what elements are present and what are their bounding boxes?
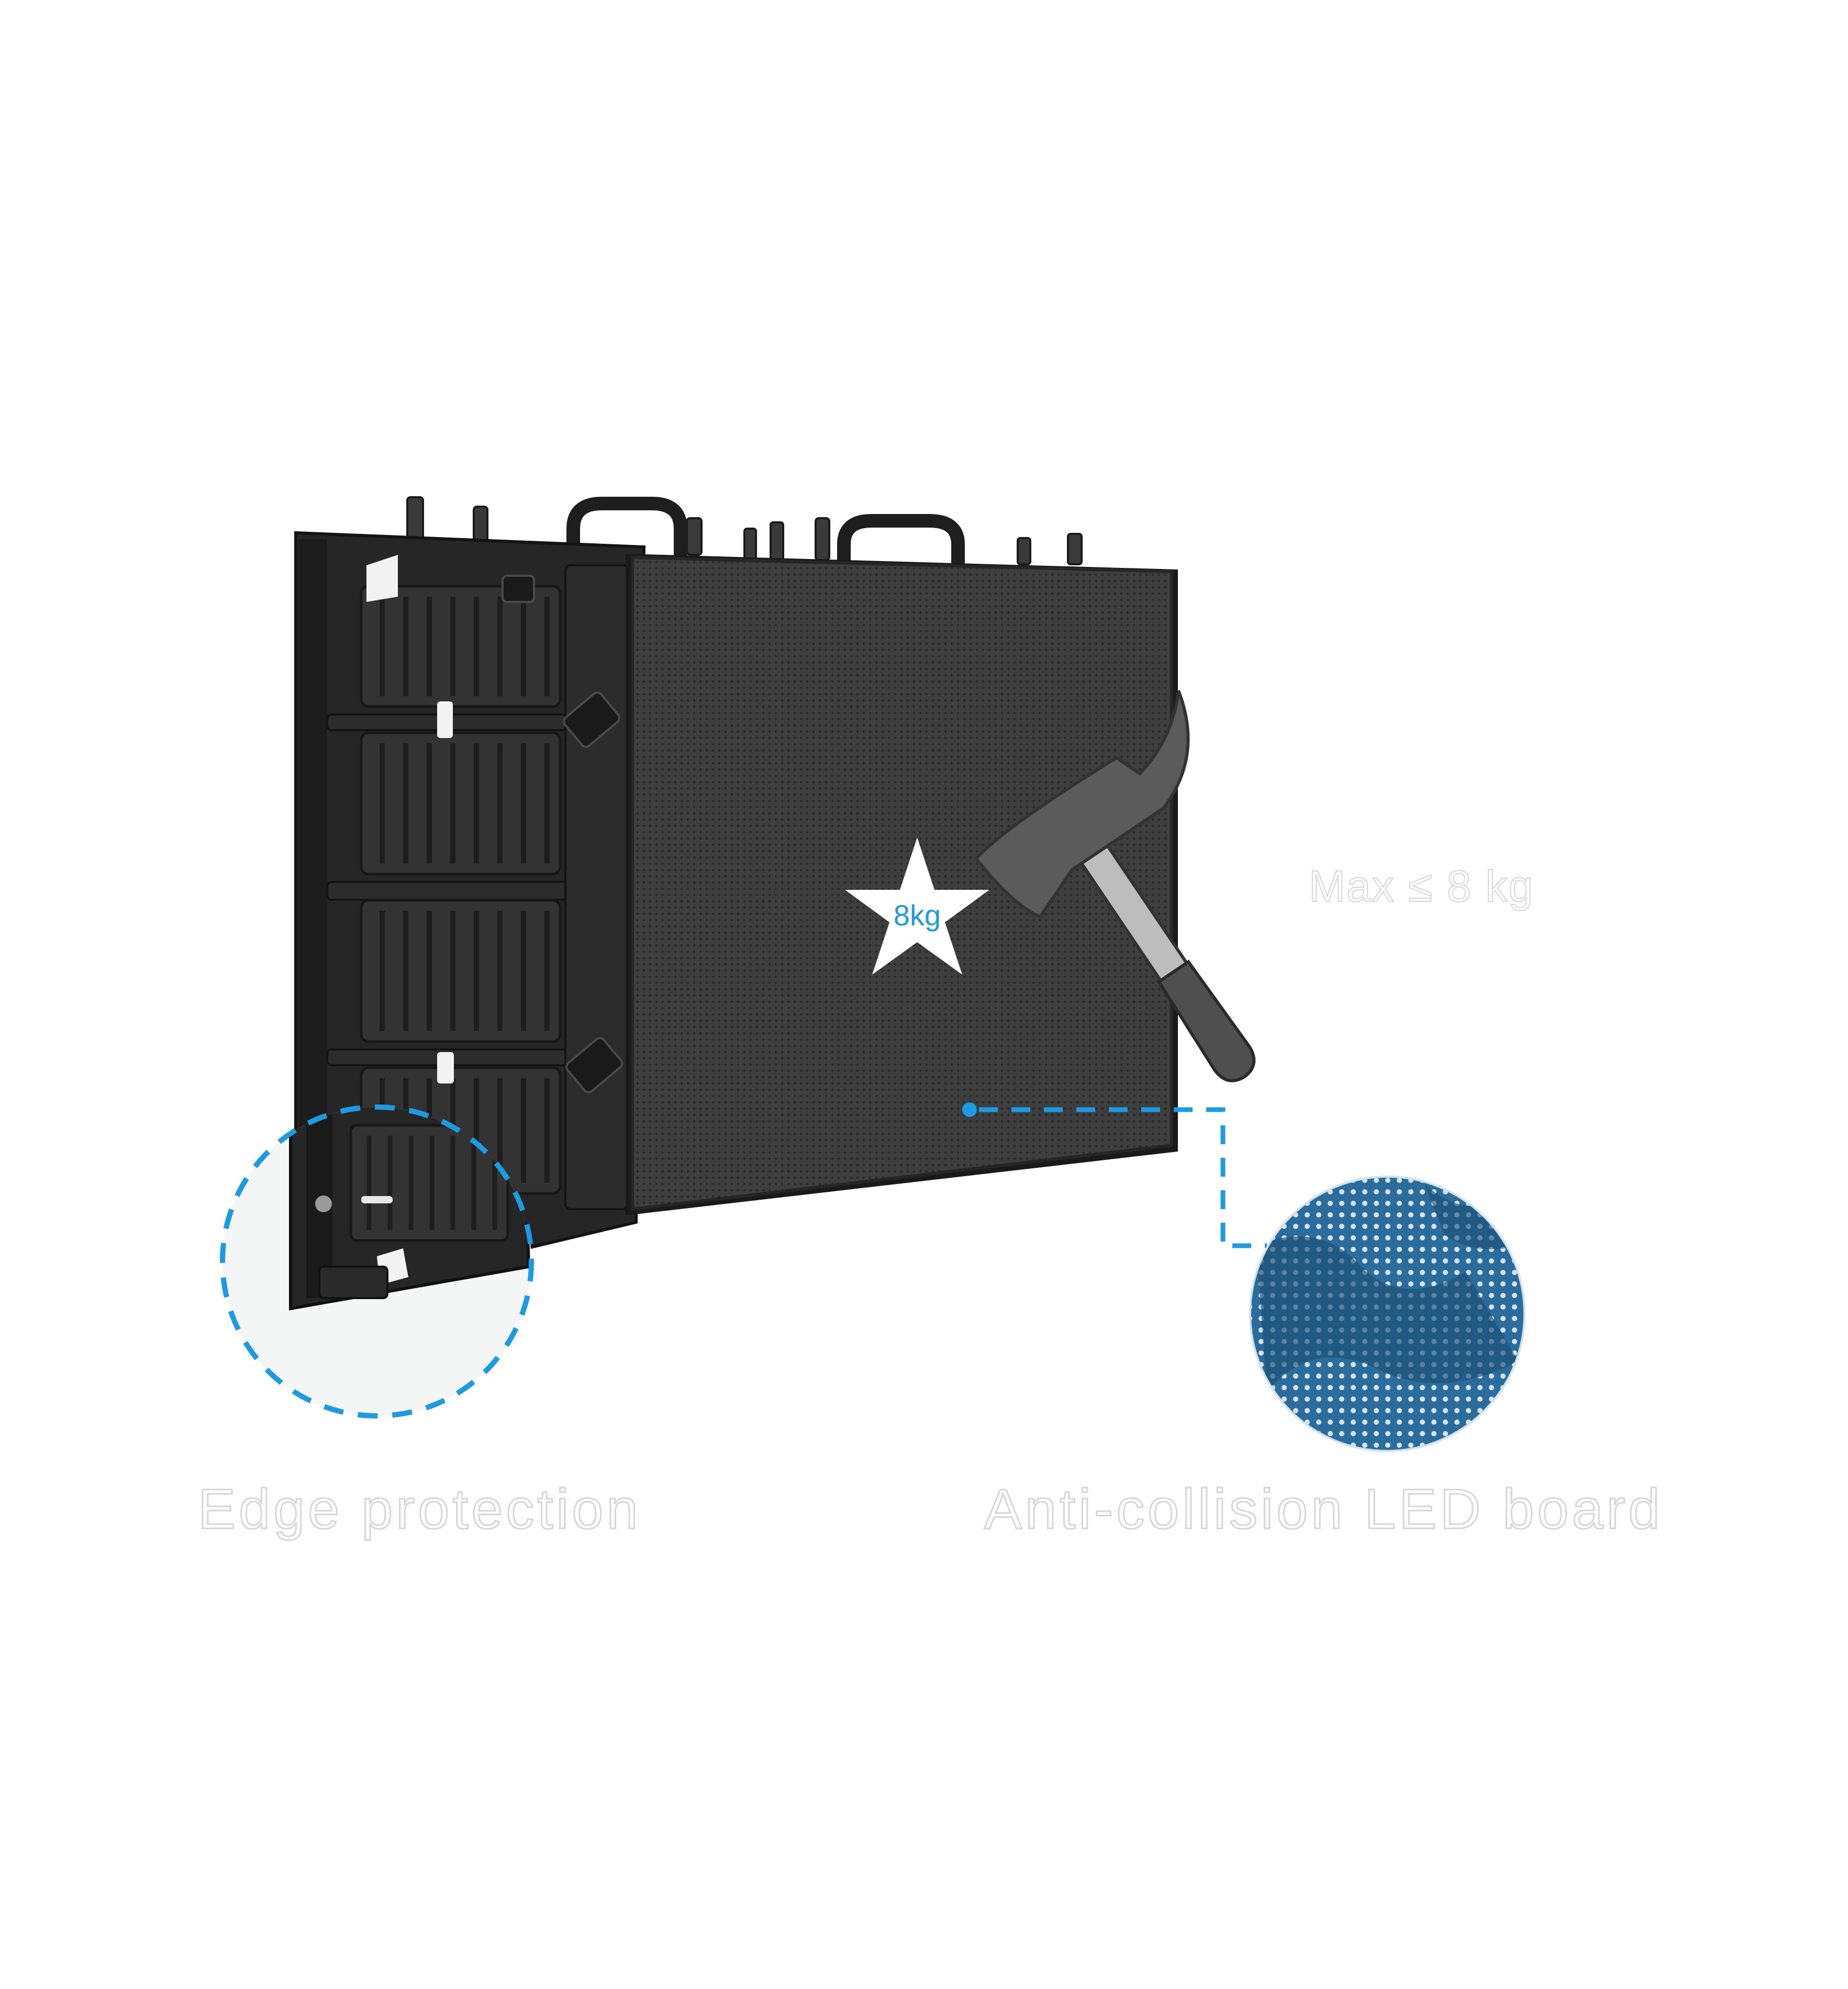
anti-collision-callout <box>962 1102 1526 1452</box>
top-pins <box>406 496 1083 565</box>
max-load-label: Max ≤ 8 kg <box>1308 861 1534 911</box>
edge-protection-caption: Edge protection <box>197 1477 641 1541</box>
edge-protection-callout <box>220 1104 534 1418</box>
hammer-icon <box>974 690 1256 1082</box>
star-weight-label: 8kg <box>894 899 941 932</box>
star-icon <box>845 837 989 975</box>
carry-handles <box>566 497 965 572</box>
anti-collision-caption: Anti-collision LED board <box>984 1477 1663 1541</box>
